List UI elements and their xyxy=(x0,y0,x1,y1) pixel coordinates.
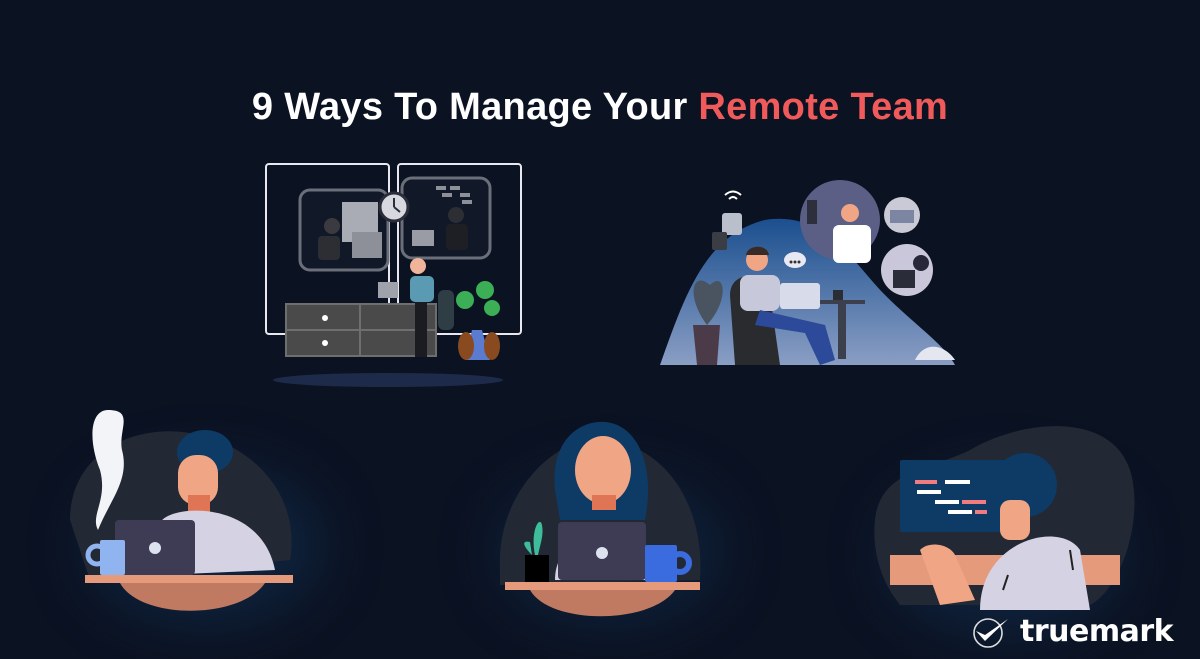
developer-monitor-illustration xyxy=(874,426,1135,610)
worker-plant-mug-illustration xyxy=(500,421,701,617)
worker-coffee-steam-illustration xyxy=(70,410,293,611)
office-video-call-illustration xyxy=(265,163,522,387)
truemark-logo[interactable]: truemark xyxy=(970,614,1174,649)
checkmark-logo-icon xyxy=(973,617,1008,648)
title-accent: Remote Team xyxy=(698,86,949,128)
logo-text: truemark xyxy=(1020,614,1174,649)
page-title: 9 Ways To Manage Your Remote Team xyxy=(0,86,1200,129)
remote-worker-chair-illustration xyxy=(660,180,955,365)
title-main: 9 Ways To Manage Your xyxy=(251,86,699,128)
